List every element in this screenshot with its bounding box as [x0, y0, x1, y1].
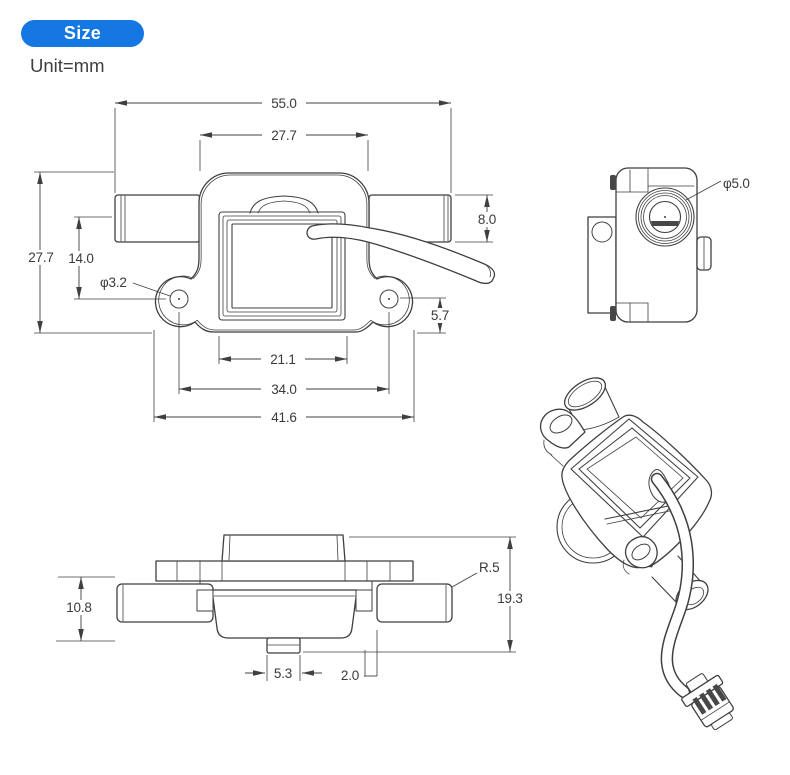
bottom-stub	[266, 637, 301, 654]
iso-bottom-ear	[622, 536, 658, 575]
dim-window-width-label: 21.1	[270, 352, 295, 367]
bottom-top-block	[221, 534, 346, 562]
size-badge: Size	[21, 20, 144, 47]
front-cable-tip	[485, 264, 491, 278]
dim-hole-diameter-label: φ3.2	[100, 275, 127, 290]
dim-hole-to-base-label: 5.7	[431, 308, 449, 323]
dim-total-width-label: 55.0	[271, 96, 296, 111]
bottom-dimensions: 10.8 19.3 R.5 5.3 2.0	[56, 536, 529, 683]
bottom-flange-strip	[155, 560, 414, 582]
bottom-left-boss	[196, 589, 214, 612]
unit-label: Unit=mm	[30, 55, 105, 76]
dim-stub-width-label: 5.3	[274, 666, 292, 681]
hole-diameter-leader	[132, 282, 171, 297]
dim-hole-spacing-label: 34.0	[271, 382, 296, 397]
dim-port-center-height-label: 14.0	[68, 251, 93, 266]
front-sensor-window	[218, 211, 346, 321]
front-top-arc	[249, 195, 319, 214]
corner-radius-leader	[451, 572, 478, 588]
front-view: 55.0 27.7 27.7 14.0 φ3.2	[23, 96, 501, 425]
bottom-right-boss	[355, 589, 373, 612]
side-port-rings	[635, 187, 695, 247]
iso-view	[539, 377, 734, 731]
bottom-view: 10.8 19.3 R.5 5.3 2.0	[56, 534, 529, 683]
dim-flange-width-label: 41.6	[271, 410, 296, 425]
iso-connector	[681, 673, 734, 731]
front-left-tube	[114, 194, 201, 243]
front-dimensions: 55.0 27.7 27.7 14.0 φ3.2	[23, 96, 501, 425]
iso-sensor-face	[570, 418, 699, 538]
dim-corner-radius-label: R.5	[479, 560, 499, 575]
dim-stub-offset-label: 2.0	[341, 668, 359, 683]
iso-top-ear	[539, 408, 586, 467]
iso-cable	[650, 472, 694, 699]
side-view: φ5.0	[587, 167, 750, 323]
dim-port-diameter-label: 8.0	[478, 212, 496, 227]
dim-bottom-total-height-label: 19.3	[497, 591, 522, 606]
dim-side-port-diameter-label: φ5.0	[723, 176, 750, 191]
bottom-body	[211, 589, 358, 639]
dim-total-height-label: 27.7	[28, 250, 53, 265]
bottom-right-tube	[376, 583, 453, 623]
dim-bottom-body-height-label: 10.8	[66, 600, 91, 615]
front-cable	[306, 223, 496, 285]
dim-body-width-label: 27.7	[271, 128, 296, 143]
side-port-leader	[685, 180, 722, 201]
